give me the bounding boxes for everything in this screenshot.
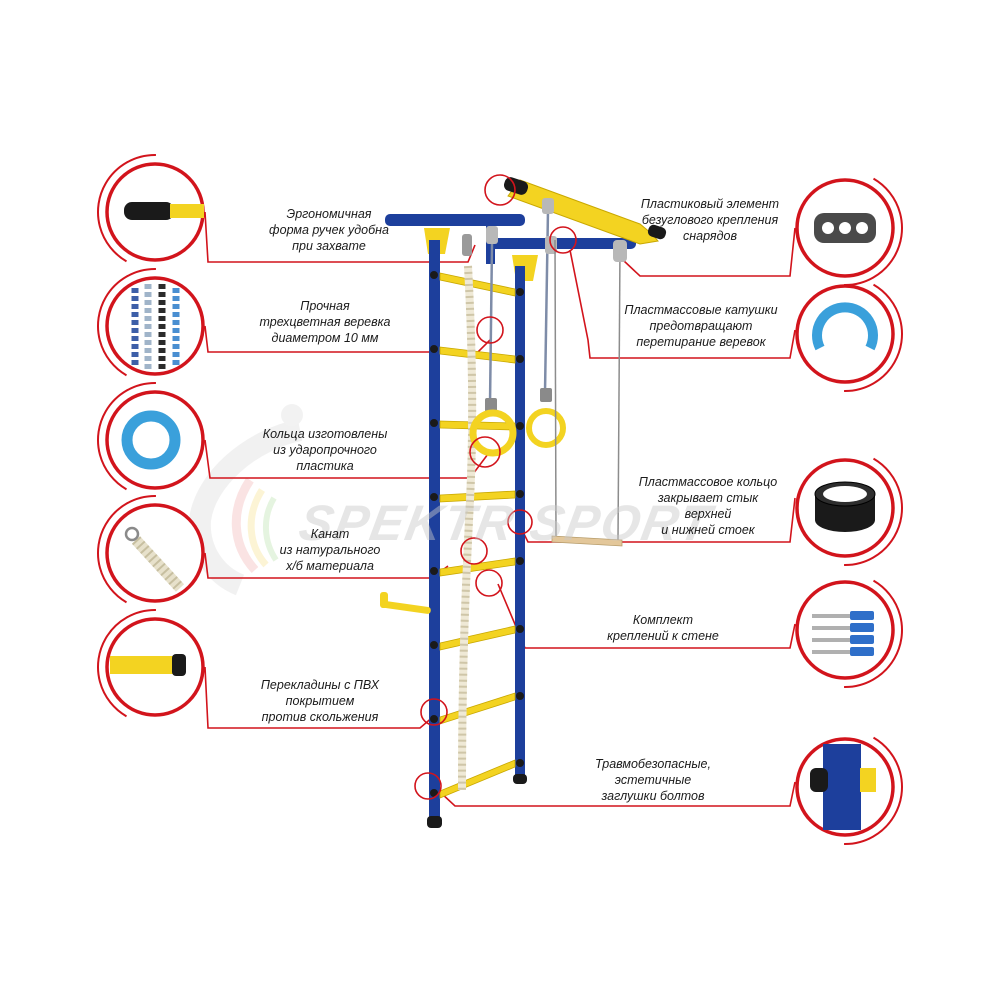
callout-line: против скольжения — [261, 710, 379, 724]
pullup-grip — [503, 177, 529, 195]
callout-line: закрывает стык — [657, 491, 759, 505]
callout-line: из ударопрочного — [273, 443, 377, 457]
callout-line: Травмобезопасные, — [595, 757, 711, 771]
callout-cotton: Канат из натурального х/б материала — [260, 526, 400, 574]
callout-grip: Эргономичная форма ручек удобна при захв… — [244, 206, 414, 254]
wall-anchors-icon — [812, 611, 874, 656]
cotton-rope-icon — [124, 526, 185, 592]
callout-line: снарядов — [683, 229, 737, 243]
detail-badge-rings — [97, 382, 214, 498]
bolt-cap-icon — [810, 744, 876, 830]
reel-icon — [812, 302, 878, 351]
callout-line: перетирание веревок — [636, 335, 766, 349]
foot-cap-right — [513, 774, 527, 784]
callout-line: Пластмассовое кольцо — [638, 475, 778, 489]
upright-right — [515, 266, 525, 780]
watermark-logo — [188, 404, 303, 596]
callout-line: Эргономичная — [286, 207, 372, 221]
top-bar-back — [486, 238, 636, 249]
detail-badge-pvc — [97, 609, 213, 725]
trapeze-hook — [613, 240, 627, 262]
callout-line: диаметром 10 мм — [271, 331, 379, 345]
callout-anchors: Комплект креплений к стене — [588, 612, 738, 644]
pullup-bar — [507, 179, 659, 245]
callout-line: Комплект — [632, 613, 694, 627]
detail-badge-grip — [97, 154, 213, 270]
gym-ring-left — [469, 409, 517, 457]
callout-line: из натурального — [279, 543, 381, 557]
wall-bars — [380, 177, 667, 828]
callout-line: покрытием — [285, 694, 355, 708]
foot-cap-left — [427, 816, 442, 828]
detail-badge-caps — [787, 729, 903, 845]
detail-badge-rope3 — [96, 268, 213, 384]
side-handle — [383, 601, 431, 614]
upright-left — [429, 240, 440, 822]
detail-badge-plate — [787, 170, 903, 286]
joint-ring-icon — [814, 481, 876, 532]
grip-handle-icon — [124, 202, 204, 220]
callout-caps: Травмобезопасные, эстетичные заглушки бо… — [568, 756, 738, 804]
callout-line: предотвращают — [649, 319, 753, 333]
ring-buckle-left — [485, 398, 497, 412]
mount-plate-icon — [814, 213, 876, 243]
callout-line: Канат — [310, 527, 350, 541]
product-highlights — [414, 174, 577, 800]
callout-line: трехцветная веревка — [259, 315, 391, 329]
detail-badge-reels — [787, 276, 903, 392]
detail-badge-joint — [787, 450, 903, 566]
pvc-rung-icon — [110, 654, 186, 676]
rope-hook — [462, 234, 472, 256]
callout-line: пластика — [296, 459, 354, 473]
callout-rope3: Прочная трехцветная веревка диаметром 10… — [250, 298, 400, 346]
detail-badge-cotton — [97, 495, 213, 611]
ring-buckle-right — [540, 388, 552, 402]
side-handle-end — [380, 592, 388, 608]
callout-line: Пластиковый элемент — [640, 197, 780, 211]
callout-joint: Пластмассовое кольцо закрывает стык верх… — [628, 474, 788, 538]
callout-rings: Кольца изготовлены из ударопрочного плас… — [250, 426, 400, 474]
callout-line: безуглового крепления — [641, 213, 779, 227]
callout-line: креплений к стене — [607, 629, 719, 643]
callout-plate: Пластиковый элемент безуглового креплени… — [630, 196, 790, 244]
callout-line: эстетичные — [614, 773, 692, 787]
callout-reels: Пластмассовые катушки предотвращают пере… — [616, 302, 786, 350]
callout-line: Кольца изготовлены — [262, 427, 388, 441]
plastic-ring-icon — [121, 410, 181, 470]
callout-pvc: Перекладины с ПВХ покрытием против сколь… — [245, 677, 395, 725]
callout-line: Пластмассовые катушки — [624, 303, 778, 317]
callout-line: при захвате — [292, 239, 366, 253]
gym-ring-right — [526, 408, 566, 448]
trapeze-bar — [551, 535, 623, 547]
pullup-grip-right — [647, 224, 667, 240]
callout-line: заглушки болтов — [601, 789, 705, 803]
callout-line: форма ручек удобна — [269, 223, 389, 237]
callout-line: х/б материала — [286, 559, 374, 573]
callout-line: Прочная — [300, 299, 350, 313]
callout-line: и нижней стоек — [661, 523, 755, 537]
callout-line: Перекладины с ПВХ — [260, 678, 380, 692]
detail-badge-anchors — [787, 572, 903, 688]
rung-joints — [430, 271, 524, 797]
braided-rope-icon — [131, 284, 180, 370]
callout-line: верхней — [684, 507, 732, 521]
